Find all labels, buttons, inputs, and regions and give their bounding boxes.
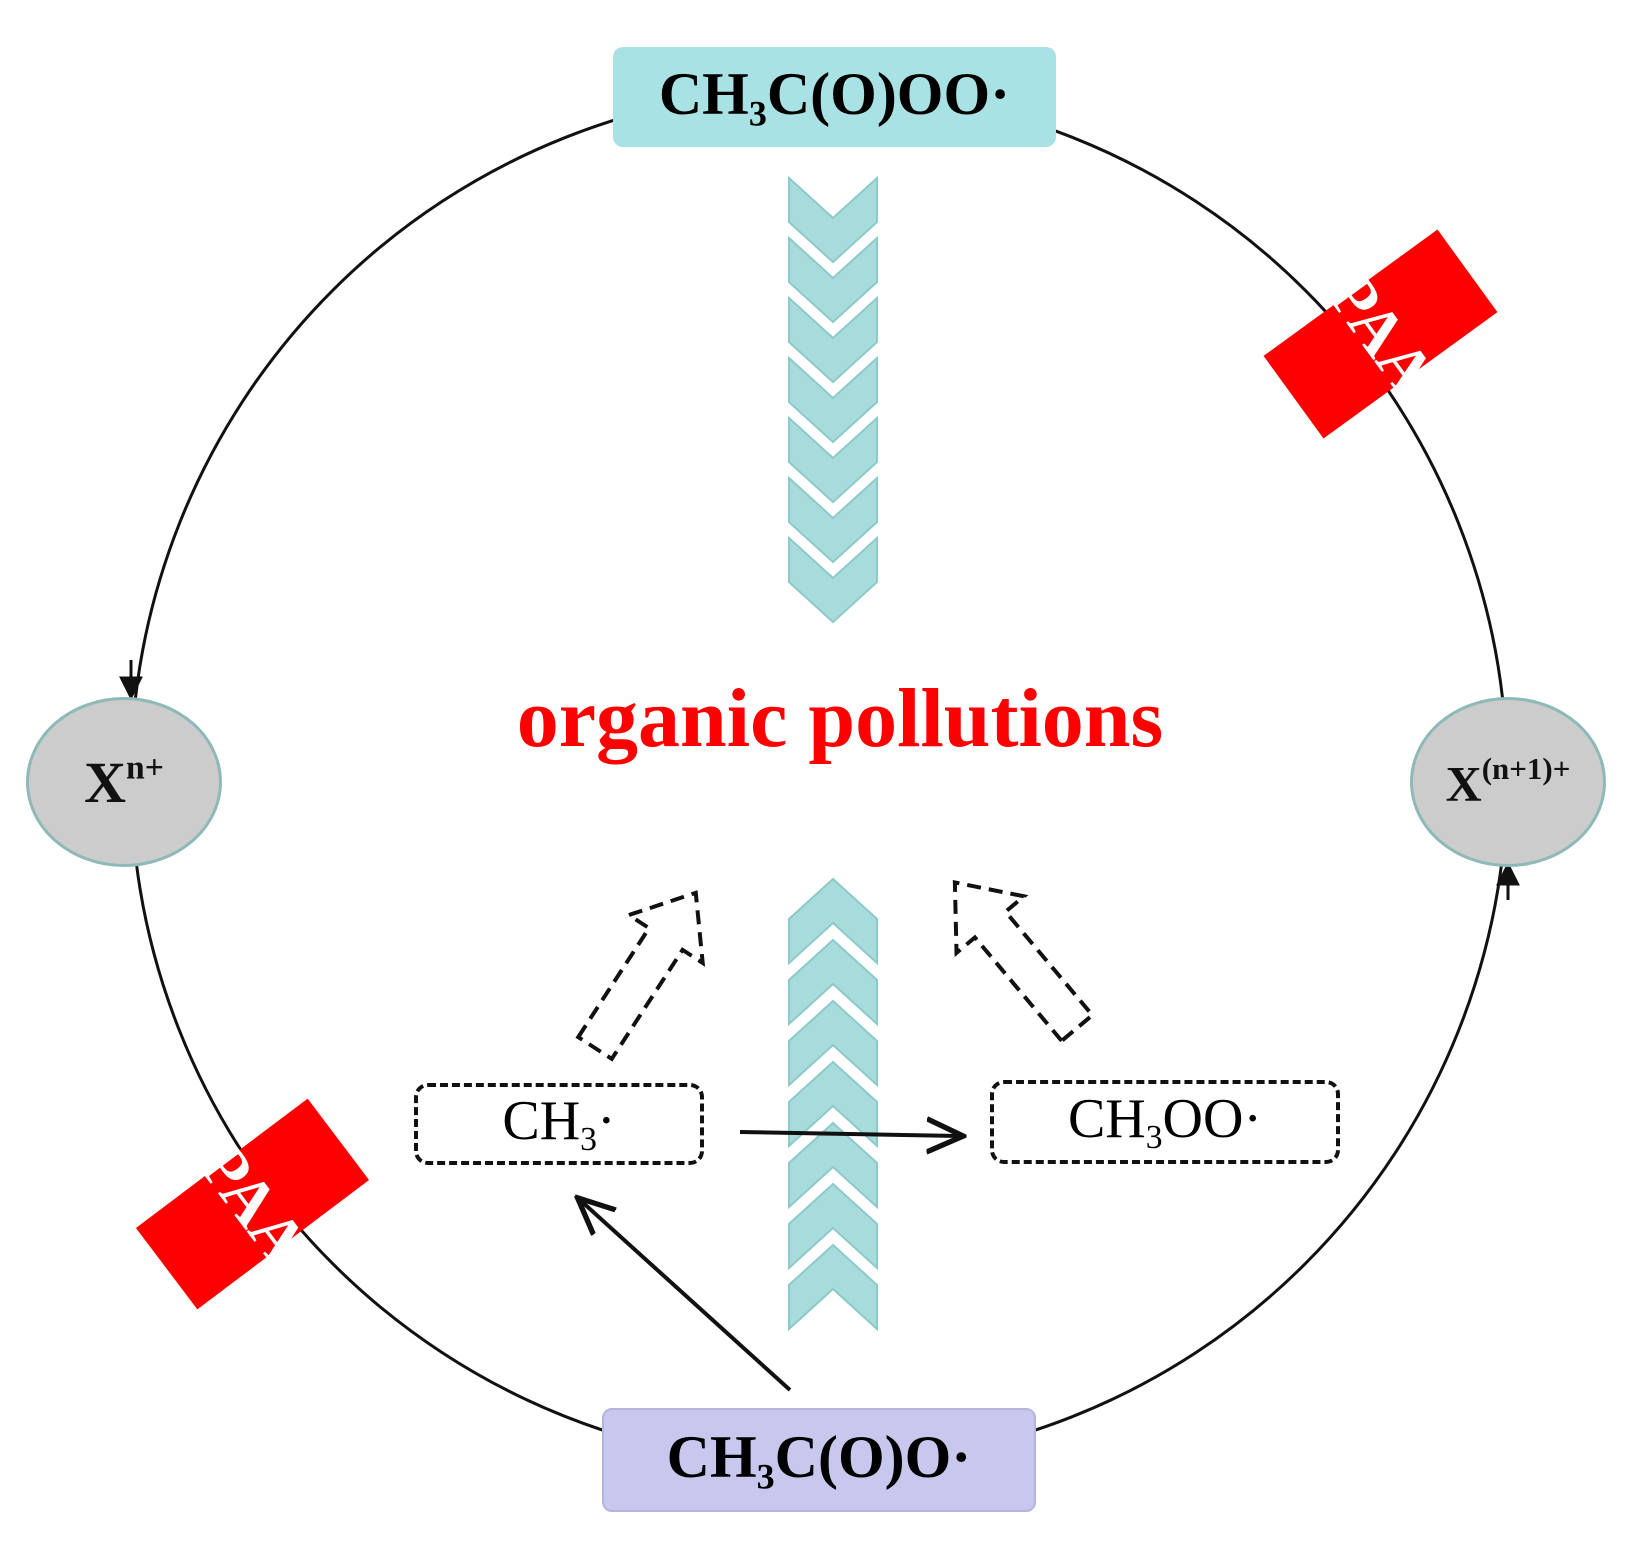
chevron-up-6: [788, 938, 878, 1027]
center-title: organic pollutions: [516, 672, 1164, 765]
bottom-radical-label: CH3C(O)O·: [666, 1423, 972, 1497]
chevron-down-5: [788, 415, 878, 504]
chevron-stack-down: [788, 175, 878, 624]
chevron-up-1: [788, 1243, 878, 1332]
chevron-down-2: [788, 235, 878, 324]
top-radical-label: CH3C(O)OO·: [658, 60, 1011, 134]
chevron-stack-up: [788, 877, 878, 1332]
chevron-down-1: [788, 175, 878, 264]
chevron-up-2: [788, 1182, 878, 1271]
methylperoxy-radical-box: CH3OO·: [990, 1080, 1340, 1164]
right-ion-oval: X(n+1)+: [1410, 697, 1606, 867]
arrow-acetoxy-to-methyl: [580, 1200, 792, 1392]
chevron-up-3: [788, 1121, 878, 1210]
chevron-down-3: [788, 295, 878, 384]
dashed-arrow-right: [952, 879, 1096, 1044]
top-radical-box: CH3C(O)OO·: [613, 47, 1056, 147]
chevron-down-4: [788, 355, 878, 444]
bottom-radical-box: CH3C(O)O·: [602, 1408, 1036, 1512]
chevron-down-7: [788, 535, 878, 624]
left-ion-oval: Xn+: [26, 697, 222, 867]
methylperoxy-radical-label: CH3OO·: [1067, 1088, 1263, 1156]
arrow-methyl-to-methylperoxy: [739, 1132, 960, 1136]
chevron-down-6: [788, 475, 878, 564]
chevron-up-7: [788, 877, 878, 966]
chevron-up-5: [788, 999, 878, 1088]
methyl-radical-box: CH3·: [414, 1083, 704, 1165]
chevron-up-4: [788, 1060, 878, 1149]
dashed-arrow-left: [575, 890, 706, 1062]
right-ion-label: X(n+1)+: [1445, 751, 1571, 812]
methyl-radical-label: CH3·: [502, 1090, 616, 1158]
left-ion-label: Xn+: [84, 748, 164, 815]
